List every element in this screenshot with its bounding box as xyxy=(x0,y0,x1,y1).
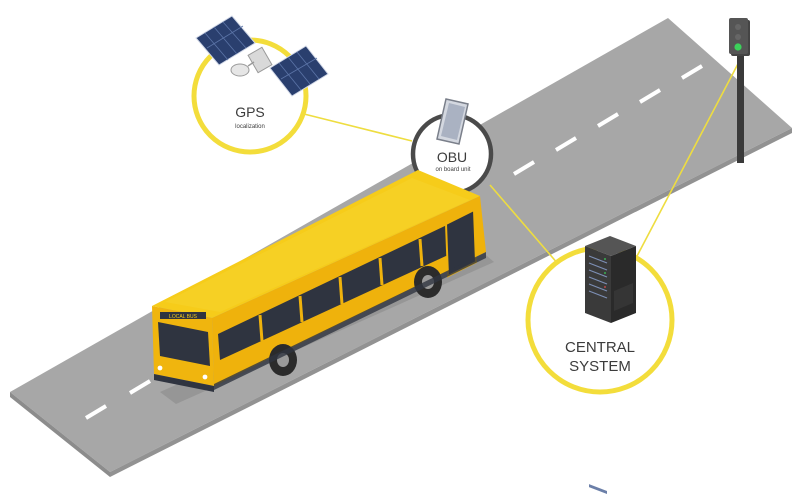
server-rack-icon xyxy=(585,236,636,495)
traffic-signal-icon xyxy=(729,18,750,163)
gps-title: GPS xyxy=(235,104,265,120)
obu-title: OBU xyxy=(437,149,467,165)
tablet-icon xyxy=(436,98,469,145)
gps-subtitle: localization xyxy=(235,124,265,130)
bus-sign: LOCAL BUS xyxy=(169,314,198,320)
central-system-node: CENTRAL SYSTEM xyxy=(525,236,675,495)
central-line2: SYSTEM xyxy=(569,358,631,375)
satellite-icon xyxy=(195,15,329,97)
obu-subtitle: on board unit xyxy=(435,167,470,173)
lane-markings xyxy=(84,43,741,420)
bus-icon: LOCAL BUS xyxy=(152,170,494,404)
connector-lines xyxy=(299,59,741,273)
central-line1: CENTRAL xyxy=(565,339,635,356)
gps-node: GPS localization xyxy=(191,15,329,155)
